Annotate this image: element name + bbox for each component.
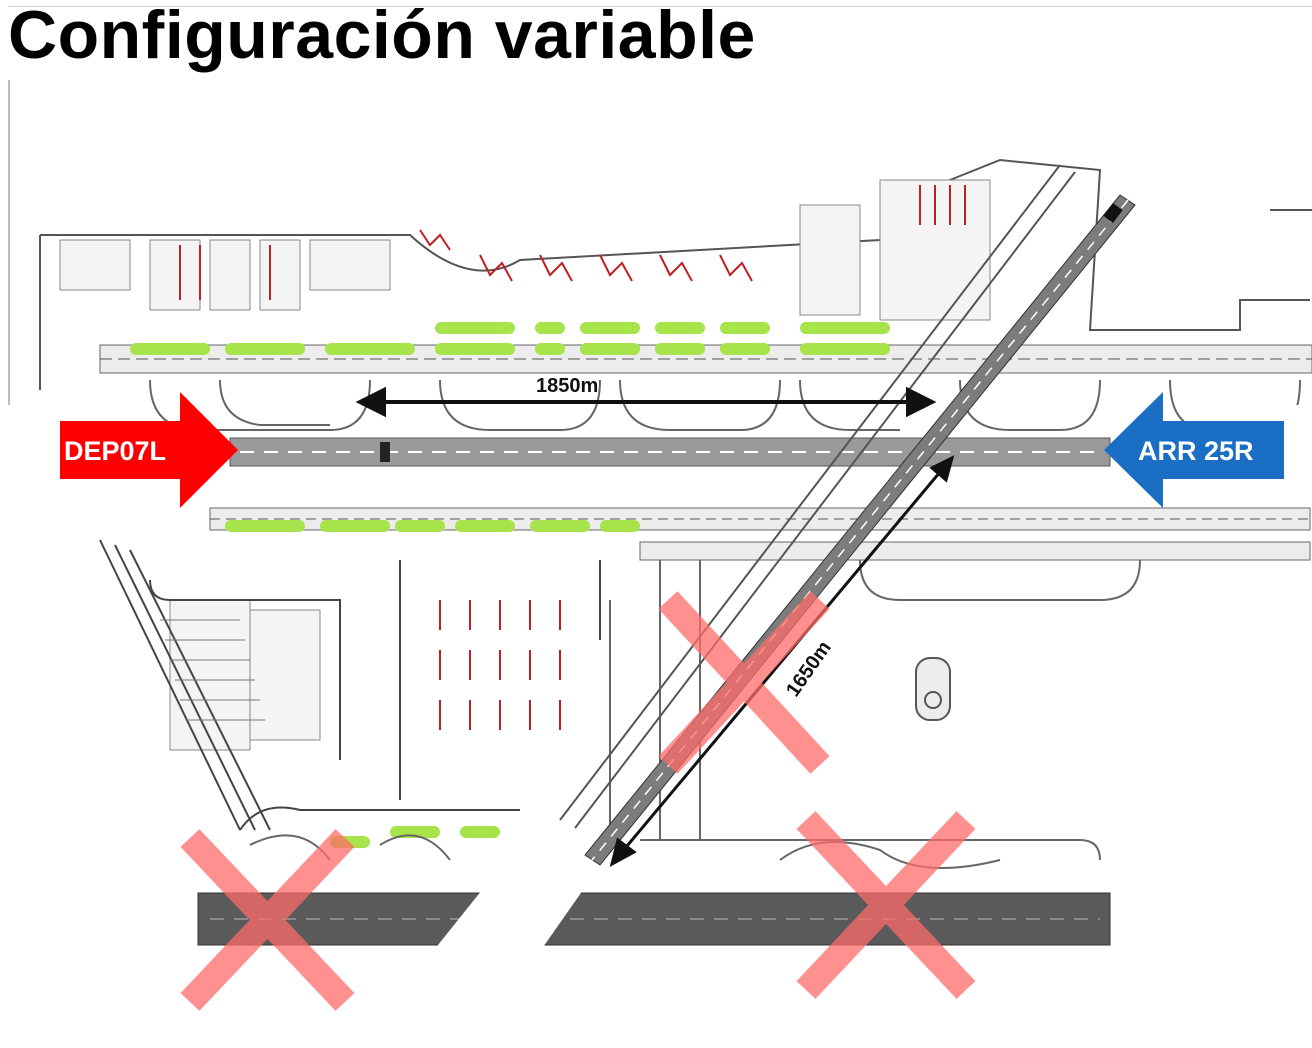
closure-cross-center [658, 591, 830, 774]
stands-lower [225, 520, 640, 848]
arr-arrow: ARR 25R [1104, 392, 1312, 508]
distance-label-horizontal: 1850m [536, 375, 598, 397]
dep-arrow: DEP07L [0, 392, 238, 508]
mask-patch [430, 830, 590, 980]
closure-cross-left [180, 829, 355, 1011]
distance-arrow-diagonal [609, 455, 955, 867]
runway-07l-25r [229, 437, 1111, 467]
runway-closed-south [197, 892, 1111, 946]
dep-label: DEP07L [64, 436, 166, 466]
south-terminal-hatch [160, 619, 265, 721]
distance-arrow-horizontal [355, 386, 937, 418]
lower-taxiways [209, 507, 1311, 561]
left-rule [8, 80, 10, 410]
arr-label: ARR 25R [1138, 436, 1254, 466]
gate-markers [179, 185, 966, 730]
apron-outline [39, 158, 1312, 390]
title-rule [8, 6, 1312, 7]
tower-icon [915, 657, 951, 721]
south-terminal [99, 539, 601, 831]
stands-upper [130, 322, 890, 355]
terminal-buildings [59, 179, 991, 751]
lower-loops [249, 559, 1141, 869]
taxiway-loops [149, 379, 1301, 431]
closure-cross-right [796, 811, 976, 999]
page-title: Configuración variable [8, 0, 756, 73]
